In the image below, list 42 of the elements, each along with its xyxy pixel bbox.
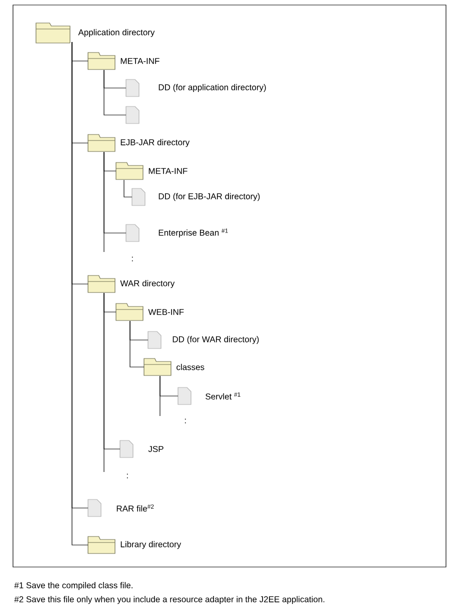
tree-item: classes [144, 358, 204, 376]
ellipsis: : [126, 474, 128, 478]
node-label: DD (for WAR directory) [172, 336, 259, 344]
tree-item: RAR file$^{#2}$ [88, 499, 154, 517]
node-label: META-INF [148, 168, 188, 174]
node-label: Library directory [120, 541, 182, 549]
tree-item: Library directory [88, 536, 182, 554]
node-label: JSP [148, 446, 164, 452]
tree-line [104, 152, 126, 234]
footnote: #1 Save the compiled class file. [14, 582, 132, 590]
tree-item: DD (for application directory) [126, 79, 266, 97]
tree-item: META-INF [116, 162, 188, 180]
tree-item: WEB-INF [116, 303, 184, 321]
node-label: RAR file$^{#2}$ [116, 504, 154, 512]
tree-line [130, 320, 144, 368]
tree-item: JSP [120, 440, 164, 458]
tree-item: Enterprise Bean $^{#1}$ [126, 224, 228, 242]
node-label: WAR directory [120, 280, 175, 288]
tree-item: Servlet $^{#1}$ [178, 387, 240, 405]
node-label: DD (for application directory) [158, 84, 266, 92]
tree-line [124, 180, 132, 198]
ellipsis: : [132, 256, 133, 262]
node-label: DD (for EJB-JAR directory) [158, 193, 260, 201]
tree-item: DD (for EJB-JAR directory) [132, 188, 260, 206]
footnote: #2 Save this file only when you include a resource adapter in the J2EE application. [14, 596, 324, 604]
tree-line [104, 292, 120, 450]
node-label: WEB-INF [148, 309, 184, 315]
tree-line [160, 376, 178, 396]
node-label: Enterprise Bean $^{#1}$ [158, 228, 228, 238]
ellipsis: : [184, 418, 186, 424]
tree-item: EJB-JAR directory [88, 134, 190, 152]
tree-line [104, 70, 126, 116]
node-label: classes [176, 364, 204, 370]
node-label: Servlet $^{#1}$ [206, 392, 240, 400]
tree-item: DD (for WAR directory) [148, 331, 259, 349]
tree-item: WAR directory [88, 275, 175, 293]
node-label: Application directory [78, 29, 155, 37]
tree-item: Application directory [36, 22, 155, 44]
tree-item: META-INF [88, 52, 160, 70]
tree-item [126, 106, 140, 124]
node-label: META-INF [120, 58, 160, 64]
node-label: EJB-JAR directory [120, 139, 190, 147]
